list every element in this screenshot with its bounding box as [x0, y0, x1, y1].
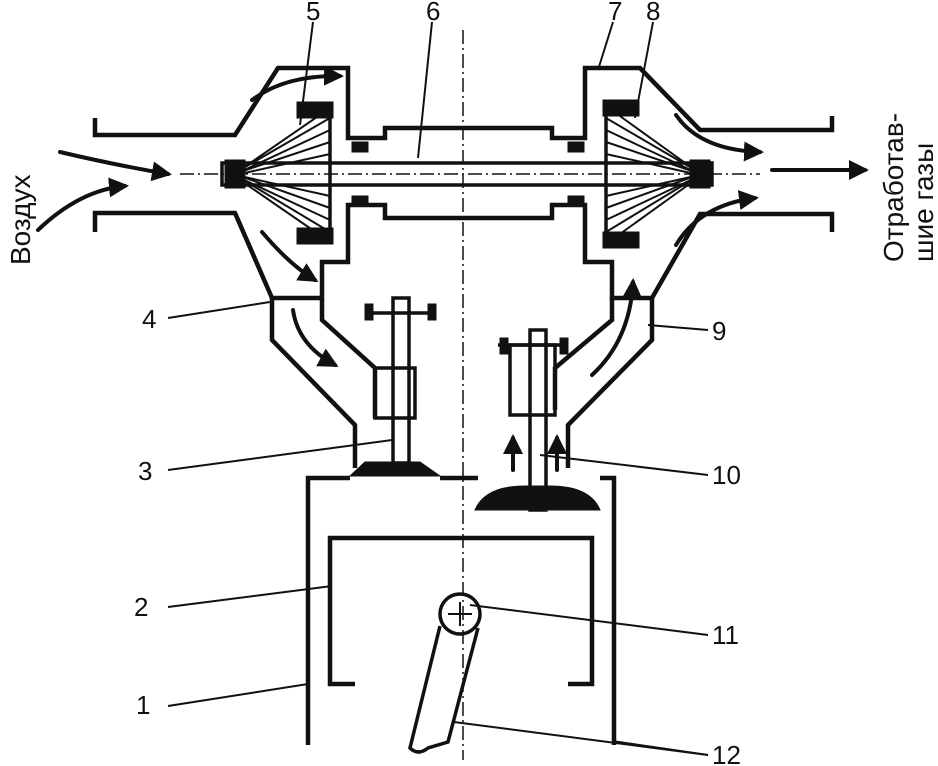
label-1: 1 [136, 690, 150, 720]
intake-pipe [269, 298, 378, 468]
label-6: 6 [426, 0, 440, 26]
label-3: 3 [138, 456, 152, 486]
label-11: 11 [712, 620, 739, 650]
exhaust-pipe [552, 298, 655, 468]
label-9: 9 [712, 316, 726, 346]
label-5: 5 [306, 0, 320, 26]
label-8: 8 [646, 0, 660, 26]
label-10: 10 [712, 460, 741, 490]
piston [327, 535, 595, 687]
shaft [220, 141, 714, 207]
cylinder [305, 475, 617, 745]
intake-valve [348, 296, 442, 477]
connecting-rod [408, 592, 482, 754]
label-7: 7 [608, 0, 622, 26]
air-label: Воздух [5, 175, 36, 266]
flow-arrows [36, 65, 869, 472]
label-12: 12 [712, 740, 741, 766]
intake-duct [92, 65, 835, 301]
label-4: 4 [142, 304, 156, 334]
turbine-wheel [602, 99, 711, 249]
exhaust-label-line2: шие газы [908, 143, 938, 262]
exhaust-valve [474, 328, 601, 512]
leader-lines [167, 21, 709, 756]
exhaust-label-line1: Отработав- [878, 113, 909, 262]
label-2: 2 [134, 592, 148, 622]
